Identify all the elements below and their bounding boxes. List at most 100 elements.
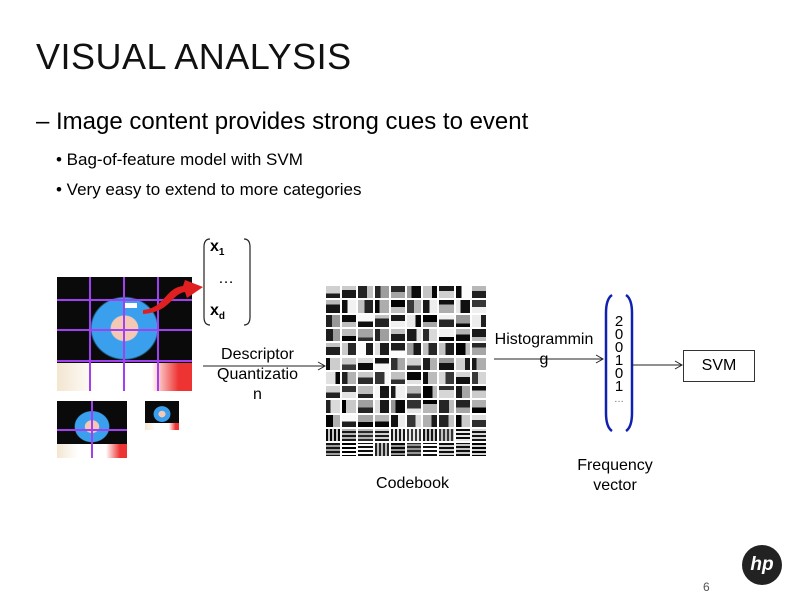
codebook-patch <box>407 443 422 456</box>
codebook-patch <box>326 386 341 399</box>
codebook-patch <box>358 400 373 413</box>
codebook-patch <box>423 371 438 385</box>
histogramming-arrow <box>494 354 605 364</box>
codebook-patch <box>439 328 454 342</box>
codebook-patch <box>390 328 405 342</box>
input-image-level-2 <box>145 401 179 430</box>
codebook-patch <box>374 371 389 385</box>
codebook-patch <box>326 414 341 427</box>
codebook-patch <box>471 300 486 313</box>
codebook-patch <box>471 371 486 385</box>
codebook-patch <box>374 357 389 370</box>
codebook-patch <box>455 414 470 427</box>
codebook-patch <box>342 343 357 356</box>
codebook-patch <box>326 286 341 299</box>
sub-bullet-2: • Very easy to extend to more categories <box>56 180 362 199</box>
codebook-patch <box>471 429 486 442</box>
input-image-level-1 <box>57 401 127 458</box>
codebook-patch <box>407 429 422 442</box>
codebook-patch <box>439 286 454 299</box>
codebook-patch <box>342 429 357 442</box>
codebook-patch <box>439 357 454 370</box>
codebook-patch <box>374 400 389 413</box>
codebook-patch <box>358 429 373 442</box>
descriptor-vector-brackets <box>203 238 251 326</box>
codebook-patch <box>390 286 405 299</box>
codebook-patch <box>358 357 373 370</box>
codebook-patch <box>374 443 389 456</box>
codebook-patch <box>390 429 405 442</box>
codebook-patch <box>326 443 341 456</box>
codebook-patch <box>342 286 357 299</box>
codebook-patch <box>471 443 486 456</box>
red-curved-arrow <box>143 280 203 314</box>
descriptor-ellipsis: … <box>218 270 234 287</box>
sub-bullet-1: • Bag-of-feature model with SVM <box>56 150 303 169</box>
codebook-patch <box>390 443 405 456</box>
codebook-patch <box>439 400 454 413</box>
codebook-patch <box>407 343 422 356</box>
codebook-patch <box>390 343 405 356</box>
codebook-patch <box>439 429 454 442</box>
codebook-patch <box>455 343 470 356</box>
page-number: 6 <box>703 580 710 594</box>
codebook-patch <box>390 314 405 327</box>
codebook-patch <box>471 357 486 370</box>
codebook-patch <box>374 343 389 356</box>
codebook-patch <box>342 300 357 313</box>
codebook-patch <box>423 314 438 327</box>
codebook-patch <box>471 386 486 399</box>
codebook-patch <box>455 386 470 399</box>
codebook-patch <box>471 314 486 327</box>
codebook-patch <box>358 414 373 427</box>
descriptor-x1: x1 <box>210 238 225 259</box>
codebook-patch <box>423 443 438 456</box>
codebook-patch <box>471 400 486 413</box>
codebook-patch <box>326 300 341 313</box>
slide-title: VISUAL ANALYSIS <box>36 36 352 77</box>
codebook-patch <box>342 400 357 413</box>
codebook-patch <box>407 300 422 313</box>
descriptor-xd: xd <box>210 302 226 323</box>
codebook-patch <box>407 286 422 299</box>
codebook-patch <box>455 429 470 442</box>
codebook-patch <box>471 286 486 299</box>
codebook-patch <box>342 328 357 342</box>
codebook-patch <box>390 300 405 313</box>
codebook-patch <box>439 414 454 427</box>
codebook-patch <box>407 328 422 342</box>
codebook-patch <box>455 300 470 313</box>
svm-box: SVM <box>683 350 755 382</box>
codebook-patch <box>439 314 454 327</box>
codebook-grid <box>326 286 488 458</box>
codebook-patch <box>439 300 454 313</box>
codebook-patch <box>342 371 357 385</box>
codebook-patch <box>374 286 389 299</box>
codebook-patch <box>358 443 373 456</box>
codebook-patch <box>423 328 438 342</box>
svm-arrow <box>632 360 684 370</box>
frequency-vector-brackets <box>604 293 634 433</box>
codebook-label: Codebook <box>376 475 449 492</box>
codebook-patch <box>423 286 438 299</box>
codebook-patch <box>407 371 422 385</box>
codebook-patch <box>471 343 486 356</box>
codebook-patch <box>407 386 422 399</box>
hp-logo: hp <box>742 545 782 585</box>
codebook-patch <box>455 443 470 456</box>
codebook-patch <box>423 357 438 370</box>
codebook-patch <box>358 386 373 399</box>
codebook-patch <box>439 443 454 456</box>
codebook-patch <box>342 443 357 456</box>
codebook-patch <box>326 429 341 442</box>
codebook-patch <box>374 429 389 442</box>
codebook-patch <box>358 286 373 299</box>
codebook-patch <box>423 429 438 442</box>
codebook-patch <box>374 414 389 427</box>
codebook-patch <box>455 328 470 342</box>
codebook-patch <box>455 314 470 327</box>
codebook-patch <box>326 343 341 356</box>
